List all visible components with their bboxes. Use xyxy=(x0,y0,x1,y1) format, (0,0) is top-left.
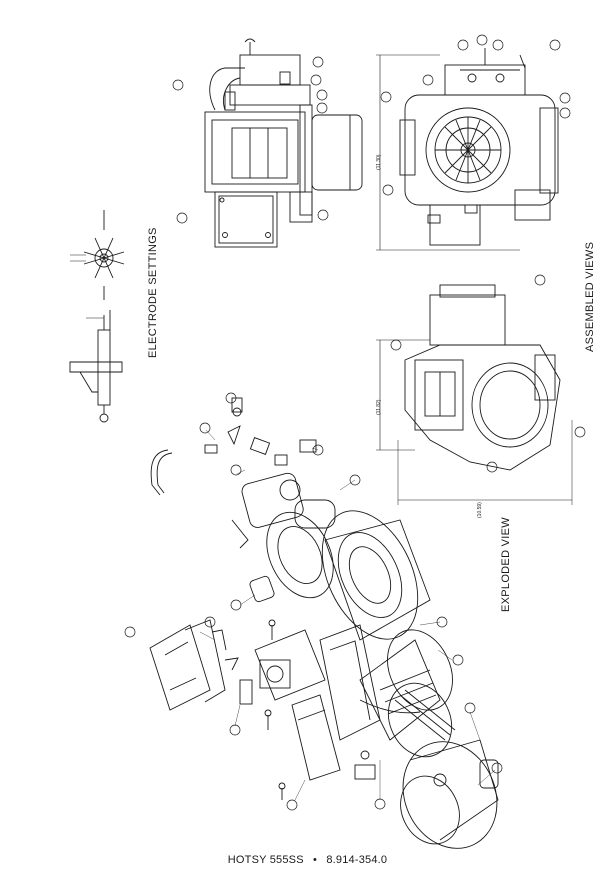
page-footer: HOTSY 555SS • 8.914-354.0 xyxy=(0,854,615,866)
assembled-views-label: ASSEMBLED VIEWS xyxy=(584,241,596,352)
assembled-top-view xyxy=(376,284,573,505)
exploded-view-label: EXPLODED VIEW xyxy=(500,517,512,612)
exploded-view xyxy=(149,397,499,849)
dimension-label-top-width: (10.59) xyxy=(477,502,483,518)
electrode-settings-diagram xyxy=(69,210,125,423)
footer-part-number: 8.914-354.0 xyxy=(326,854,388,866)
dimension-label-top-height: (11.82) xyxy=(376,399,382,415)
footer-model: HOTSY 555SS xyxy=(227,854,304,866)
dimension-label-front-height: (11.30) xyxy=(376,154,382,170)
electrode-settings-label: ELECTRODE SETTINGS xyxy=(147,227,159,358)
assembled-front-view xyxy=(376,48,559,251)
callout-bubbles xyxy=(124,34,586,811)
assembled-side-view xyxy=(204,38,363,248)
footer-separator: • xyxy=(313,854,318,866)
